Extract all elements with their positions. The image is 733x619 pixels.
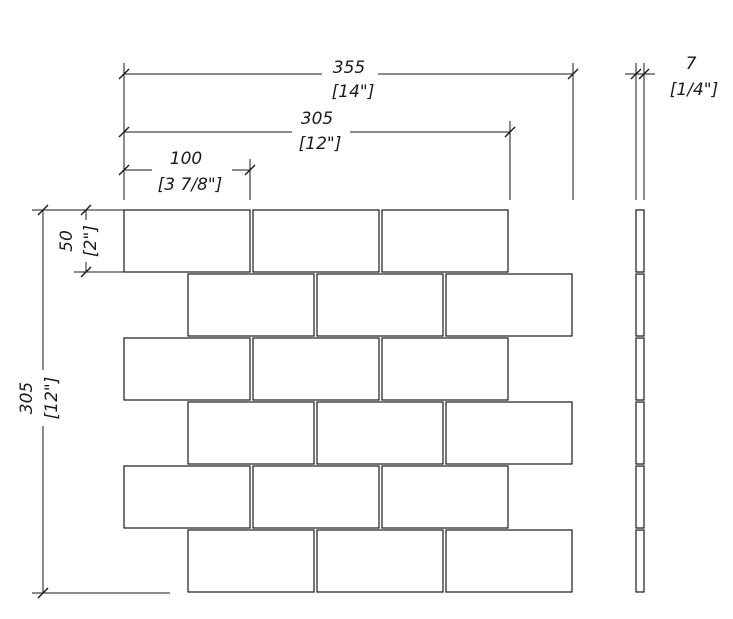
sheet-height-in: [12"] [42,377,62,420]
sheet-width-mm: 355 [333,58,365,78]
dimension-tile-width: 100 [3 7/8"] [118,146,256,200]
tile-height-mm: 50 [57,230,77,252]
repeat-width-in: [12"] [299,134,342,154]
tile [381,465,509,529]
tile [187,401,315,465]
tile-field [123,209,573,593]
tile [381,209,509,273]
tile-edge [635,465,645,529]
dimension-repeat-width: 305 [12"] [118,106,516,200]
tile-width-in: [3 7/8"] [158,175,223,195]
tile [445,529,573,593]
tile [123,337,251,401]
tile-edge [635,273,645,337]
dimension-sheet-width: 355 [14"] [118,58,579,200]
tile [187,529,315,593]
tile-width-mm: 100 [170,149,202,169]
tile [316,401,444,465]
tile [252,209,380,273]
tile [445,273,573,337]
tile-edge [635,401,645,465]
dimension-tile-height: 50 [2"] [56,204,124,278]
sheet-height-mm: 305 [17,382,37,414]
repeat-width-mm: 305 [301,109,333,129]
tile [252,337,380,401]
sheet-width-in: [14"] [332,82,375,102]
tile-edge [635,209,645,273]
thickness-mm: 7 [686,54,697,74]
tile [123,209,251,273]
tile [316,273,444,337]
dimension-thickness: 7 [1/4"] [625,54,718,200]
tile-edge [635,337,645,401]
tile [252,465,380,529]
thickness-in: [1/4"] [670,80,718,100]
dimension-sheet-height: 305 [12"] [17,204,170,599]
tile [187,273,315,337]
tile [445,401,573,465]
tile [381,337,509,401]
tile [123,465,251,529]
tile [316,529,444,593]
side-profile [635,209,645,593]
tile-edge [635,529,645,593]
tile-height-in: [2"] [81,225,101,257]
